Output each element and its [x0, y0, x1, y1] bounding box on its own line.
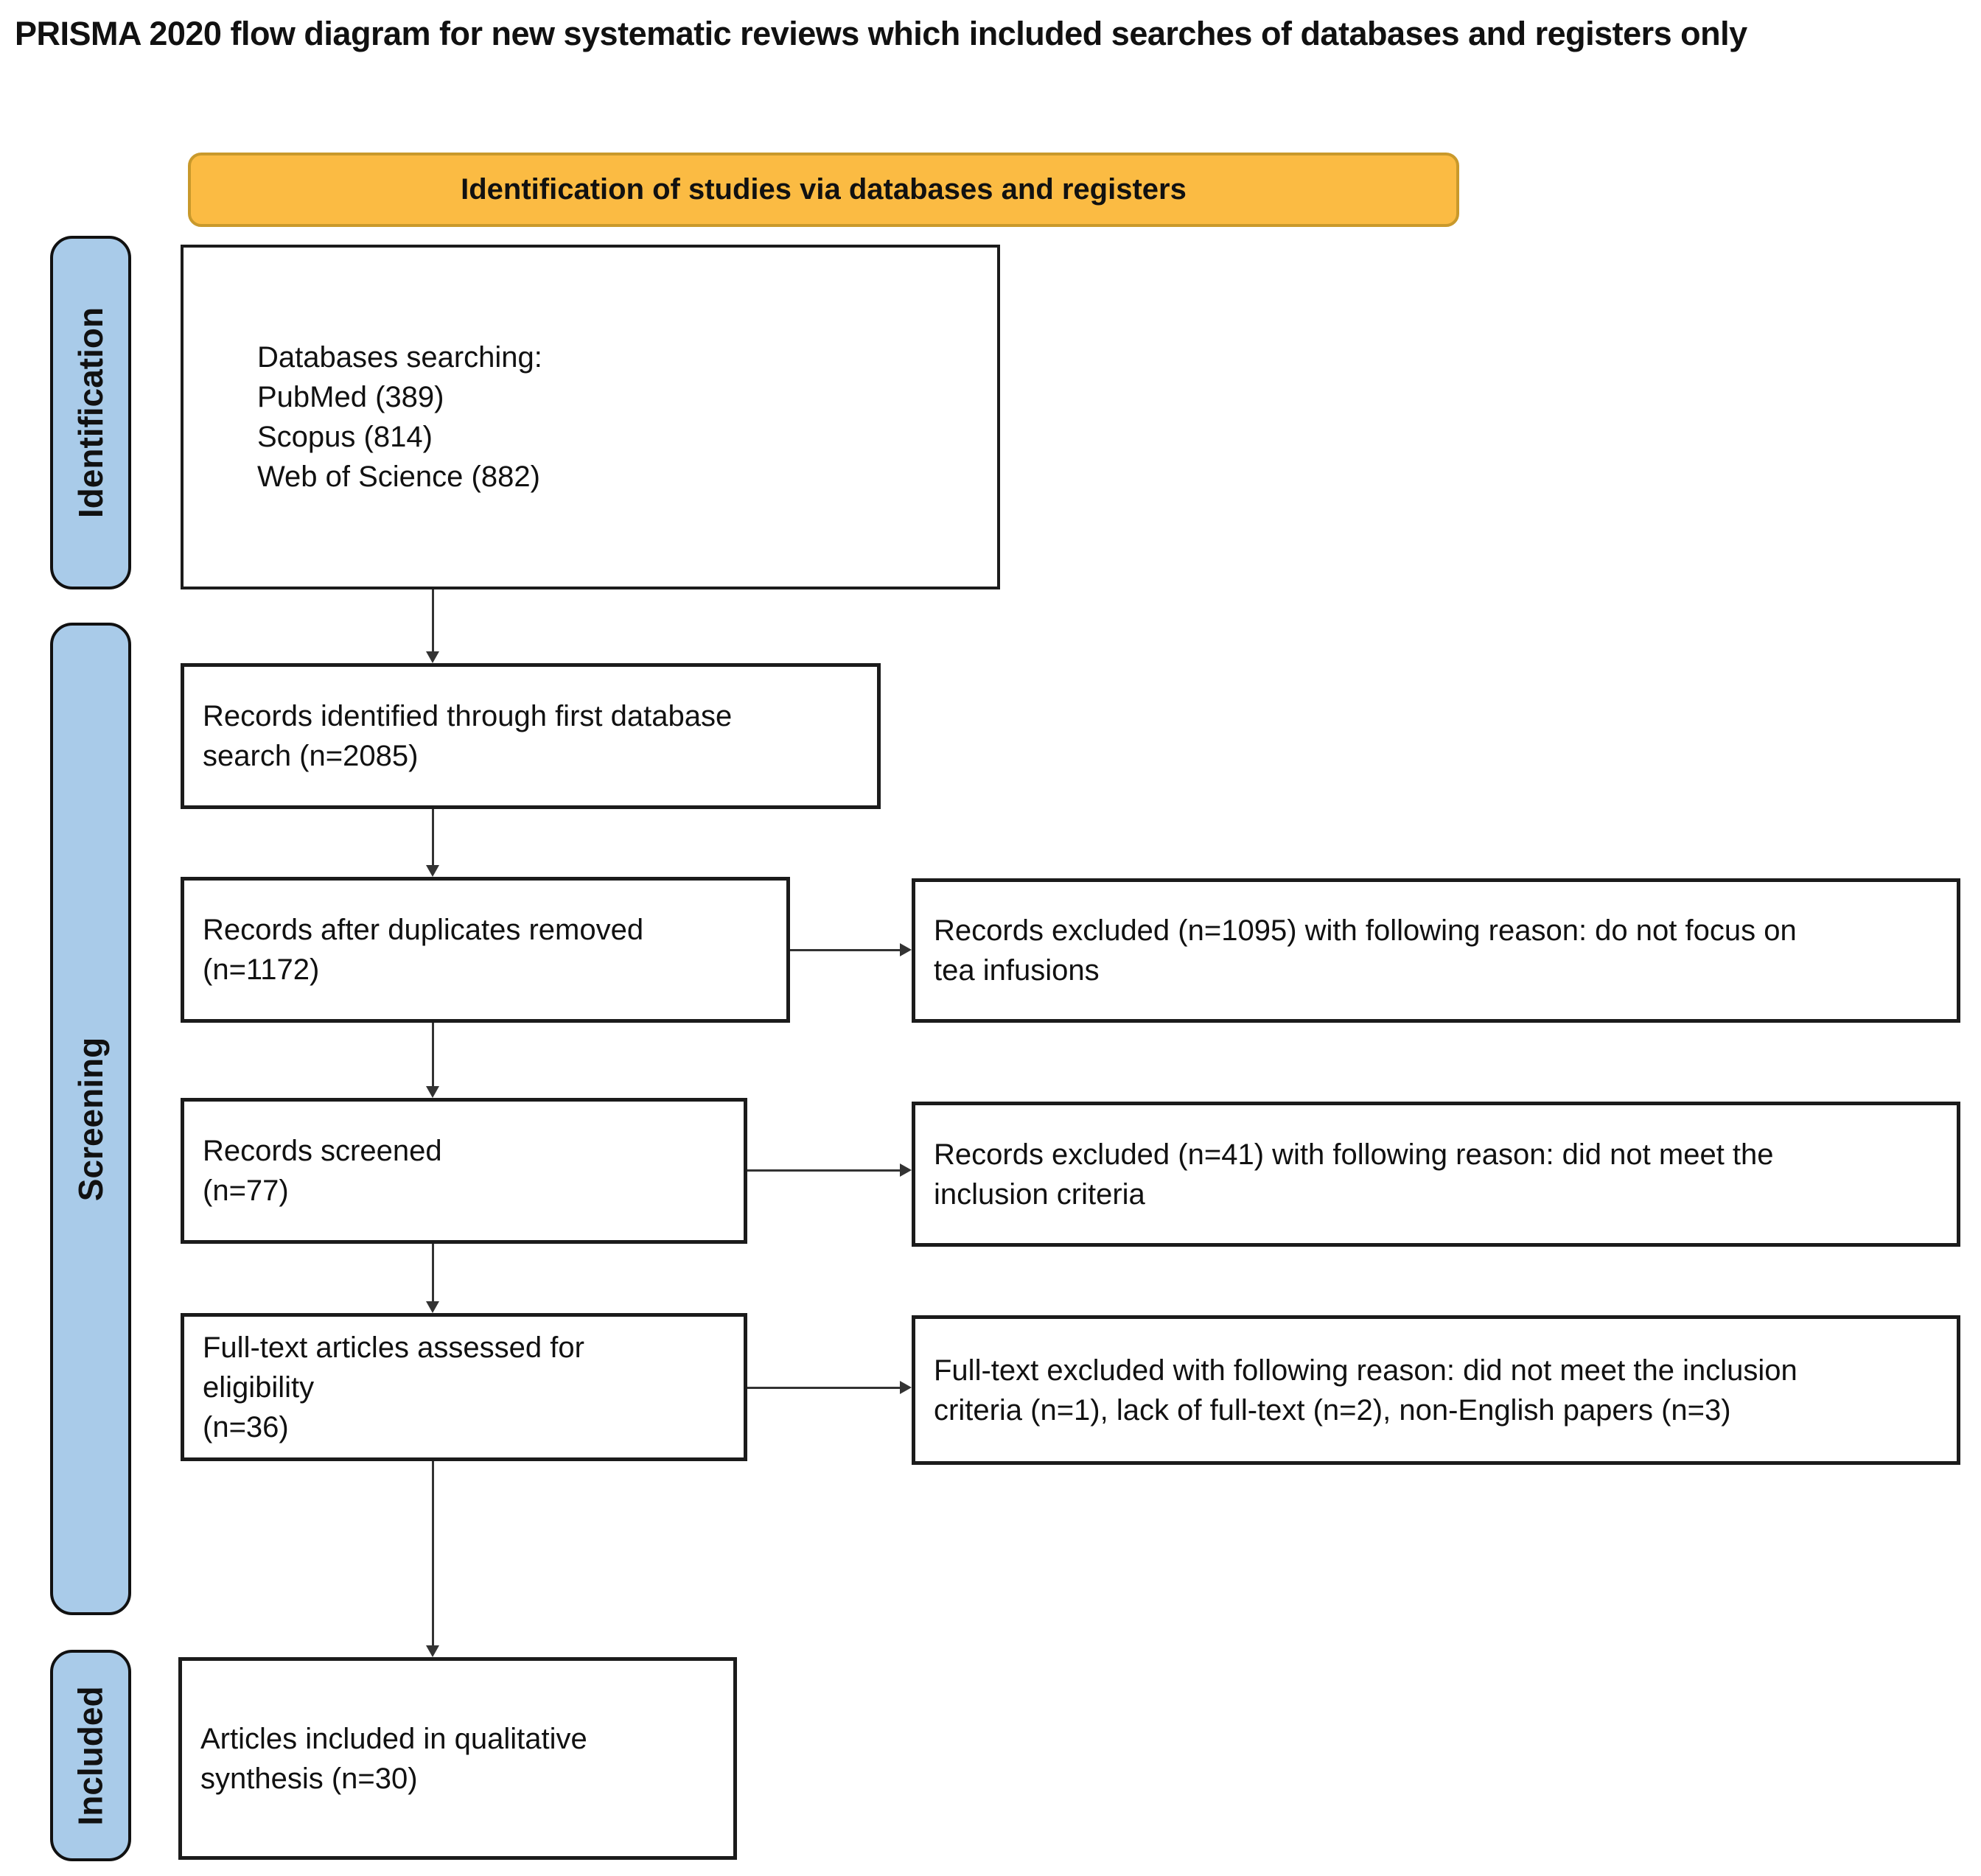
box-text-line: (n=1172)	[203, 953, 320, 986]
arrow-shaft	[432, 1023, 434, 1088]
box-text-line: search (n=2085)	[203, 740, 419, 772]
box-text-line: criteria (n=1), lack of full-text (n=2),…	[934, 1393, 1731, 1427]
arrow-shaft	[790, 949, 901, 951]
box-text-line: Articles included in qualitative	[200, 1722, 587, 1755]
box-fulltext-excluded: Full-text excluded with following reason…	[912, 1315, 1960, 1465]
box-text-line: Scopus (814)	[257, 421, 433, 453]
arrow-screened-to-excluded	[747, 1163, 912, 1184]
box-text-line: (n=77)	[203, 1175, 289, 1207]
stage-label-identification-text: Identification	[71, 307, 111, 519]
banner-label: Identification of studies via databases …	[461, 173, 1187, 206]
box-records-screened: Records screened (n=77)	[181, 1098, 747, 1244]
box-text-line: Full-text articles assessed for	[203, 1331, 584, 1364]
box-text-line: Records excluded (n=41) with following r…	[934, 1138, 1774, 1171]
arrow-shaft	[432, 809, 434, 867]
stage-label-included-text: Included	[71, 1685, 110, 1826]
arrow-shaft	[747, 1387, 901, 1389]
box-databases-searching: Databases searching: PubMed (389) Scopus…	[181, 245, 1000, 589]
arrow-databases-to-identified	[426, 589, 447, 663]
box-text-line: PubMed (389)	[257, 381, 444, 413]
box-text-line: Records screened	[203, 1135, 442, 1167]
arrow-screened-to-fulltext	[426, 1244, 447, 1313]
stage-label-screening-text: Screening	[71, 1037, 111, 1201]
arrow-duplicates-to-screened	[426, 1023, 447, 1098]
arrow-head-right-icon	[900, 943, 912, 956]
arrow-fulltext-to-excluded	[747, 1381, 912, 1401]
page-title: PRISMA 2020 flow diagram for new systema…	[15, 15, 1747, 52]
box-text-line: inclusion criteria	[934, 1177, 1145, 1211]
box-articles-included: Articles included in qualitative synthes…	[178, 1657, 737, 1860]
stage-label-included: Included	[50, 1650, 131, 1861]
arrow-head-right-icon	[900, 1163, 912, 1177]
arrow-fulltext-to-included	[426, 1461, 447, 1657]
box-text-line: Records excluded (n=1095) with following…	[934, 914, 1797, 947]
box-text-line: Web of Science (882)	[257, 461, 540, 493]
arrow-head-down-icon	[426, 1301, 439, 1313]
arrow-shaft	[432, 1461, 434, 1647]
box-text-line: tea infusions	[934, 954, 1100, 987]
arrow-shaft	[432, 1244, 434, 1303]
box-text-line: synthesis (n=30)	[200, 1762, 418, 1795]
stage-label-screening: Screening	[50, 623, 131, 1615]
banner-identification-of-studies: Identification of studies via databases …	[188, 153, 1459, 227]
box-records-excluded-1095: Records excluded (n=1095) with following…	[912, 878, 1960, 1023]
box-fulltext-assessed: Full-text articles assessed for eligibil…	[181, 1313, 747, 1461]
box-text-line: (n=36)	[203, 1410, 289, 1443]
box-text-line: Full-text excluded with following reason…	[934, 1354, 1797, 1387]
arrow-head-down-icon	[426, 1086, 439, 1098]
arrow-head-down-icon	[426, 865, 439, 877]
box-text-line: Databases searching:	[257, 341, 542, 374]
box-records-identified: Records identified through first databas…	[181, 663, 881, 809]
arrow-identified-to-duplicates	[426, 809, 447, 877]
arrow-shaft	[747, 1169, 901, 1172]
box-text-line: eligibility	[203, 1371, 315, 1404]
box-records-excluded-41: Records excluded (n=41) with following r…	[912, 1102, 1960, 1247]
arrow-head-right-icon	[900, 1381, 912, 1394]
arrow-shaft	[432, 589, 434, 653]
arrow-head-down-icon	[426, 651, 439, 663]
stage-label-identification: Identification	[50, 236, 131, 589]
arrow-head-down-icon	[426, 1645, 439, 1657]
box-records-after-duplicates: Records after duplicates removed (n=1172…	[181, 877, 790, 1023]
arrow-duplicates-to-excluded	[790, 943, 912, 964]
box-text-line: Records after duplicates removed	[203, 914, 644, 946]
box-text-line: Records identified through first databas…	[203, 700, 733, 732]
